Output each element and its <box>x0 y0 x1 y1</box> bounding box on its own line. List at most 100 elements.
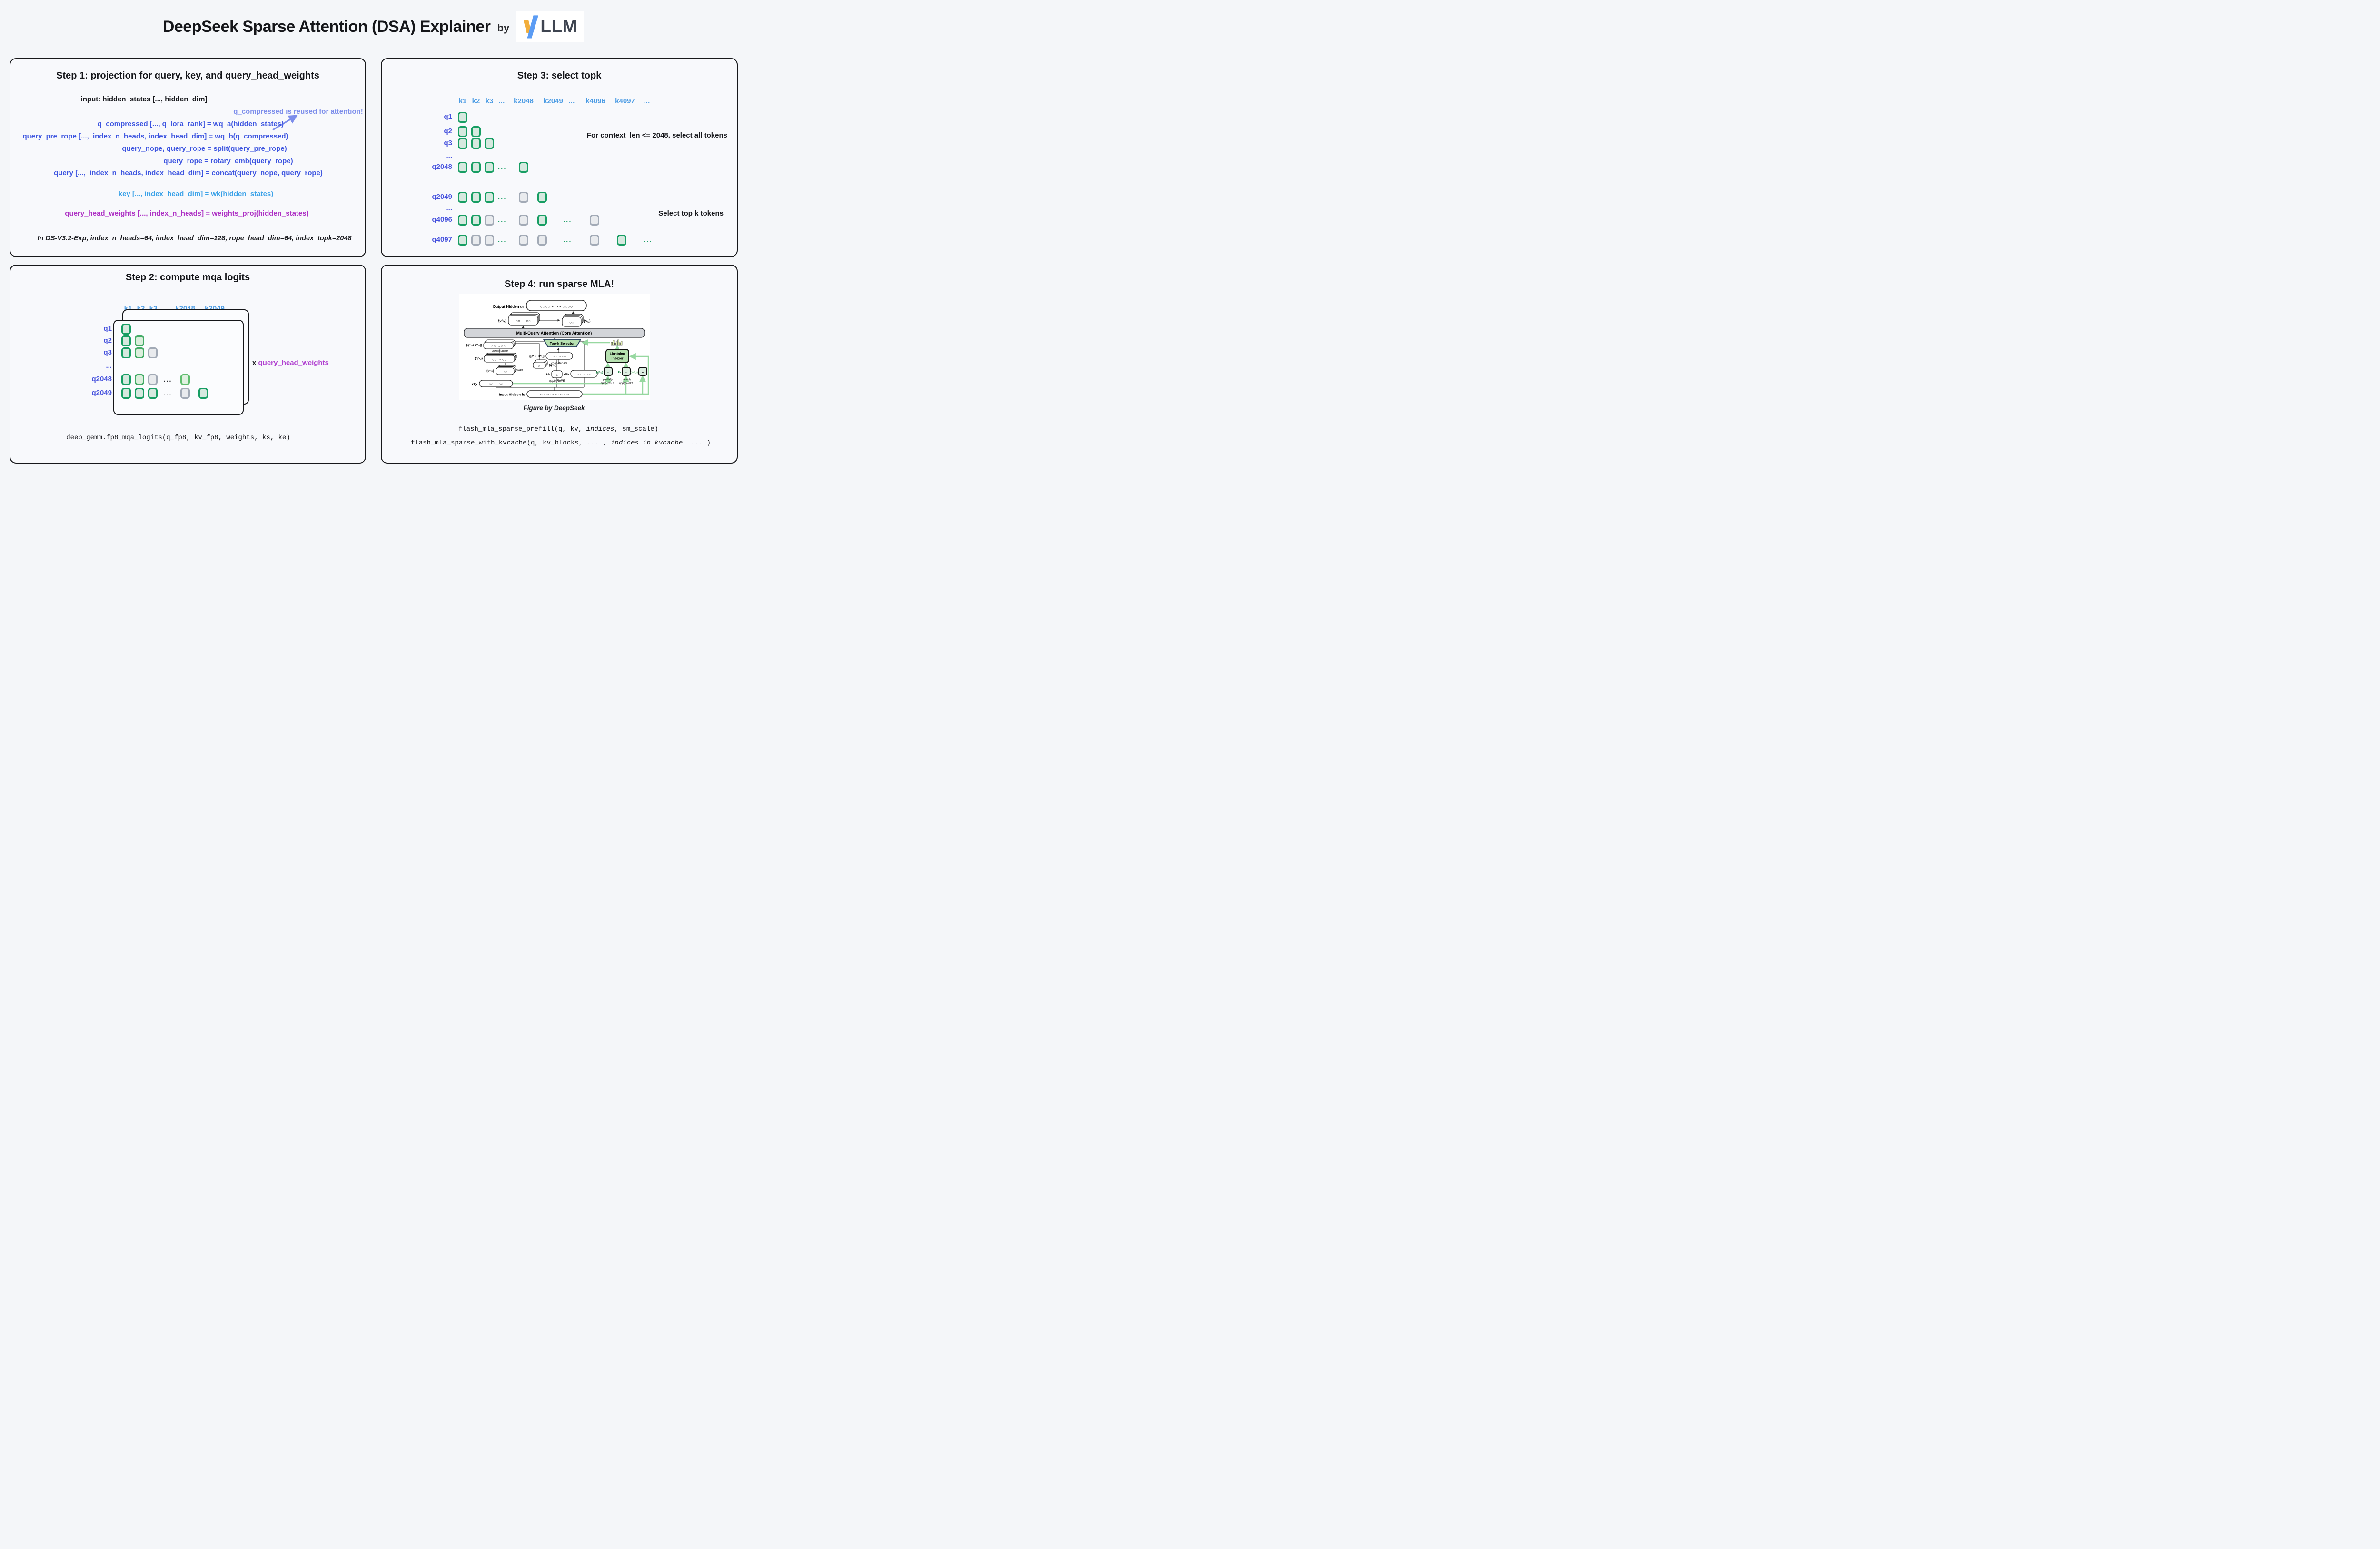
partially-rope-2a: partially <box>621 378 632 381</box>
partially-rope-1b: apply RoPE <box>601 382 615 385</box>
step1-eq2: query_pre_rope [..., index_n_heads, inde… <box>22 132 288 140</box>
ellipsis-cells: ... <box>563 216 572 224</box>
row-label: q2 <box>444 127 452 135</box>
token-cell <box>121 388 131 399</box>
step1-title: Step 1: projection for query, key, and q… <box>56 70 319 81</box>
step3-note-all-tokens: For context_len <= 2048, select all toke… <box>586 131 727 139</box>
step1-input-line: input: hidden_states [..., hidden_dim] <box>80 95 208 103</box>
ellipsis-cells: ... <box>563 236 572 244</box>
svg-text:○: ○ <box>607 371 609 375</box>
token-cell <box>148 388 158 399</box>
col-ellipsis: ... <box>498 97 505 105</box>
col-label-k2049: k2049 <box>543 97 563 105</box>
lightning-indexer-label-2: Indexer <box>612 357 624 361</box>
svg-text:○○ ⋯ ○○: ○○ ⋯ ○○ <box>553 355 566 359</box>
token-cell <box>458 192 467 203</box>
svg-text:○: ○ <box>538 364 541 368</box>
kr-box <box>551 370 563 378</box>
page-title: DeepSeek Sparse Attention (DSA) Explaine… <box>162 17 491 36</box>
step4-code-prefill: flash_mla_sparse_prefill(q, kv, indices,… <box>458 425 659 433</box>
step3-panel: Step 3: select topk k1 k2 k3 ... k2048 k… <box>381 58 738 257</box>
row-label: q2049 <box>432 193 452 201</box>
topk-selector <box>543 339 582 347</box>
token-cell <box>485 138 494 149</box>
svg-text:○○ ⋯ ○○: ○○ ⋯ ○○ <box>491 344 506 348</box>
qi-box <box>604 367 613 376</box>
token-cell <box>519 192 528 203</box>
qa-label: {qᴬₜ,ᵢ} <box>475 356 483 360</box>
col-label-k4097: k4097 <box>615 97 635 105</box>
output-pill-circles: ○○○○ ⋯ ⋯ ○○○○ <box>540 304 573 309</box>
ckvkr-label: {[cᴷⱽₜ; kᴿₜ]} <box>529 355 545 358</box>
token-cell <box>617 235 626 246</box>
oc-stack: ○○ ⋯ ○○ <box>508 312 540 326</box>
token-cell <box>471 138 481 149</box>
input-hidden-pill <box>526 390 583 398</box>
apply-rope-label-2: apply RoPE <box>549 379 565 383</box>
svg-text:○○ ⋯ ○○: ○○ ⋯ ○○ <box>489 382 503 386</box>
qa-stack: ○○ ⋯ ○○ <box>484 353 517 363</box>
row-label: q4096 <box>432 216 452 224</box>
token-cell <box>135 388 144 399</box>
multiply-sign: x <box>252 359 258 367</box>
wi-box <box>638 367 647 376</box>
svg-text:○○ ⋯ ○○: ○○ ⋯ ○○ <box>516 319 531 323</box>
col-label-k3: k3 <box>485 97 494 105</box>
step4-code-kvcache: flash_mla_sparse_with_kvcache(q, kv_bloc… <box>410 439 711 447</box>
token-cell <box>458 126 467 137</box>
ckvkr-pill <box>545 352 573 360</box>
page-header: DeepSeek Sparse Attention (DSA) Explaine… <box>0 7 746 47</box>
step1-eq5: query [..., index_n_heads, index_head_di… <box>54 169 323 177</box>
ki-box <box>622 367 631 376</box>
cq-label: cQₜ <box>472 383 477 386</box>
col-label-k2: k2 <box>472 97 480 105</box>
step2-title: Step 2: compute mqa logits <box>125 272 250 283</box>
step4-title: Step 4: run sparse MLA! <box>504 279 615 289</box>
logits-barchart-icon <box>611 339 623 346</box>
vllm-logo: LLM <box>516 11 584 42</box>
o-stack: ○○ <box>562 314 584 327</box>
token-cell <box>537 192 547 203</box>
token-cell <box>121 347 131 358</box>
step3-title: Step 3: select topk <box>517 70 602 81</box>
apply-rope-label-1: apply RoPE <box>508 369 524 372</box>
col-ellipsis: ... <box>568 97 575 105</box>
token-cell <box>485 215 494 226</box>
token-cell <box>121 374 131 385</box>
token-cell <box>519 215 528 226</box>
ellipsis-cells: ... <box>498 163 507 171</box>
qc-stack: ○○ <box>496 365 516 375</box>
row-label: ... <box>106 362 112 370</box>
ellipsis-cells: ... <box>163 389 172 397</box>
token-cell <box>121 324 131 335</box>
oc-label: {oᶜₜ,ᵢ} <box>498 319 507 323</box>
kr-label: kᴿₜ <box>546 373 550 376</box>
output-hidden-label: Output Hidden uₜ <box>493 305 524 309</box>
svg-text:•: • <box>642 370 644 375</box>
step1-weights-eq: query_head_weights [..., index_n_heads] … <box>65 209 309 217</box>
partially-rope-2b: apply RoPE <box>619 382 634 385</box>
row-label: q1 <box>103 325 112 333</box>
row-label: q3 <box>103 348 112 356</box>
token-cell <box>537 235 547 246</box>
mqa-label: Multi-Query Attention (Core Attention) <box>516 331 592 335</box>
deepseek-architecture-figure: Output Hidden uₜ ○○○○ ⋯ ⋯ ○○○○ ○○ ⋯ ○○ {… <box>459 294 650 400</box>
multiply-weights-label: x query_head_weights <box>252 359 329 367</box>
wi-label: {wᴵₜ,ⱼ} <box>631 371 638 374</box>
ckv-label: cᴷⱽₜ <box>564 373 569 376</box>
svg-text:○○: ○○ <box>503 370 507 374</box>
token-cell <box>471 192 481 203</box>
figure-caption: Figure by DeepSeek <box>523 405 585 412</box>
row-label: q4097 <box>432 236 452 244</box>
topk-selector-label: Top-k Selector <box>550 341 575 345</box>
step1-eq3: query_nope, query_rope = split(query_pre… <box>122 145 287 153</box>
query-head-weights-label: query_head_weights <box>258 359 329 367</box>
row-label: q1 <box>444 113 452 121</box>
partially-rope-1a: partially <box>603 378 613 381</box>
annotation-arrow-icon <box>272 115 298 131</box>
token-cell <box>148 374 158 385</box>
row-label: q3 <box>444 139 452 147</box>
col-label-k1: k1 <box>458 97 467 105</box>
svg-text:○○ ⋯ ○○: ○○ ⋯ ○○ <box>492 357 506 362</box>
token-cell <box>458 112 467 123</box>
